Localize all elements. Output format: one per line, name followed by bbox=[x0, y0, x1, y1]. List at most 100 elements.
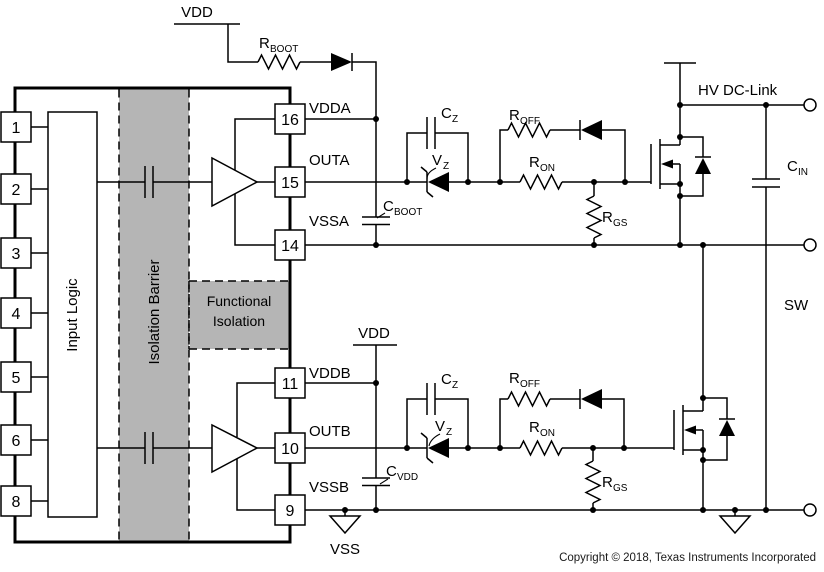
mosfet-b-arrow bbox=[684, 425, 696, 435]
rgs-resistor-a: R GS bbox=[585, 182, 628, 245]
cin-label: C bbox=[787, 158, 798, 175]
ground-terminal bbox=[803, 503, 817, 517]
pin-number: 10 bbox=[281, 441, 299, 458]
vss-ground-symbol: VSS bbox=[328, 510, 362, 558]
hv-dc-link-terminal bbox=[803, 98, 817, 112]
pin-box-3: 3 bbox=[0, 237, 32, 269]
pin-box-2: 2 bbox=[0, 173, 32, 205]
left-pins: 1 2 3 4 5 6 8 bbox=[0, 111, 48, 517]
pin-number: 8 bbox=[12, 494, 21, 511]
cin-capacitor: C IN bbox=[752, 105, 808, 510]
vdd-top-label: VDD bbox=[181, 4, 213, 21]
ron-a-label-sub: ON bbox=[540, 163, 555, 174]
cboot-label: C bbox=[383, 198, 394, 215]
input-logic-block: Input Logic bbox=[47, 111, 98, 518]
functional-isolation: Functional Isolation bbox=[188, 280, 289, 350]
gate-network-b: V Z C Z R OFF R ON bbox=[305, 370, 674, 510]
pin-number: 14 bbox=[281, 238, 299, 255]
functional-isolation-label-line1: Functional bbox=[207, 293, 272, 309]
pin-label-vssa: VSSA bbox=[309, 213, 349, 230]
driver-amp-b bbox=[211, 423, 259, 474]
body-diode-high bbox=[680, 136, 711, 197]
ron-resistor-a: R ON bbox=[519, 154, 563, 191]
cvdd-label: C bbox=[386, 463, 397, 480]
roff-a-label: R bbox=[509, 107, 520, 124]
ron-b-label-sub: ON bbox=[540, 428, 555, 439]
pin-box-9: 9 bbox=[274, 494, 306, 526]
pin-box-1: 1 bbox=[0, 111, 32, 143]
pin-box-15: 15 bbox=[274, 166, 306, 198]
pin-number: 3 bbox=[12, 246, 21, 263]
roff-b-label-sub: OFF bbox=[520, 379, 540, 390]
cz-a-label-sub: Z bbox=[452, 114, 458, 125]
input-logic-label: Input Logic bbox=[64, 278, 81, 352]
pin-number: 15 bbox=[281, 175, 299, 192]
isolation-barrier-label: Isolation Barrier bbox=[146, 259, 163, 364]
vss-label: VSS bbox=[330, 541, 360, 558]
cz-capacitor-b: C Z bbox=[406, 371, 469, 448]
vz-a-label-sub: Z bbox=[443, 161, 449, 172]
mosfet-a-arrow bbox=[661, 159, 673, 169]
copyright-text: Copyright © 2018, Texas Instruments Inco… bbox=[559, 552, 816, 564]
isolation-barrier-band bbox=[119, 89, 189, 541]
amp-b-supply-wire bbox=[236, 382, 275, 437]
cin-label-sub: IN bbox=[798, 167, 808, 178]
ron-b-label: R bbox=[529, 419, 540, 436]
vdd-bottom-terminal: VDD bbox=[353, 325, 397, 383]
cboot-label-sub: BOOT bbox=[394, 207, 422, 218]
pin-box-8: 8 bbox=[0, 485, 32, 517]
pin-number: 2 bbox=[12, 182, 21, 199]
vdd-bottom-label: VDD bbox=[358, 325, 390, 342]
sw-rail: SW bbox=[305, 238, 817, 314]
cvdd-capacitor: C VDD bbox=[362, 383, 418, 510]
rboot-resistor: R BOOT bbox=[257, 35, 301, 71]
cboot-capacitor: C BOOT bbox=[362, 119, 422, 245]
cz-capacitor-a: C Z bbox=[406, 105, 469, 182]
roff-b-label: R bbox=[509, 370, 520, 387]
pin-label-outa: OUTA bbox=[309, 152, 350, 169]
pin-box-5: 5 bbox=[0, 361, 32, 393]
cvdd-label-sub: VDD bbox=[397, 472, 418, 483]
vz-b-label-sub: Z bbox=[446, 427, 452, 438]
sw-label: SW bbox=[784, 297, 809, 314]
pin-label-vddb: VDDB bbox=[309, 365, 351, 382]
pin-box-14: 14 bbox=[274, 229, 306, 261]
hv-dc-link-rail: HV DC-Link bbox=[680, 82, 817, 112]
roff-branch-b: R OFF bbox=[499, 370, 625, 448]
ground-rail: VSS bbox=[305, 503, 817, 558]
body-diode-low bbox=[703, 397, 735, 461]
hv-dc-link-label: HV DC-Link bbox=[698, 82, 778, 99]
pin-number: 16 bbox=[281, 112, 299, 129]
pin-number: 4 bbox=[12, 306, 21, 323]
pin-label-vssb: VSSB bbox=[309, 479, 349, 496]
vdd-top-terminal: VDD bbox=[174, 4, 258, 63]
mosfet-low-side bbox=[673, 245, 735, 510]
roff-resistor-a bbox=[507, 121, 551, 139]
bootstrap-diode bbox=[300, 53, 377, 119]
cz-a-label: C bbox=[441, 105, 452, 122]
channel-b-internal bbox=[97, 382, 275, 511]
ron-resistor-b: R ON bbox=[519, 419, 563, 457]
rgs-a-label: R bbox=[602, 209, 613, 226]
vz-a-label: V bbox=[432, 152, 442, 169]
roff-resistor-b bbox=[507, 390, 551, 408]
roff-a-label-sub: OFF bbox=[520, 116, 540, 127]
zener-vz-b: V Z bbox=[420, 418, 452, 464]
sw-terminal bbox=[803, 238, 817, 252]
junction-dots bbox=[342, 102, 769, 513]
rgs-b-label: R bbox=[602, 474, 613, 491]
pin-number: 1 bbox=[12, 120, 21, 137]
channel-a-internal bbox=[97, 118, 275, 246]
rgs-a-label-sub: GS bbox=[613, 218, 628, 229]
cz-b-label: C bbox=[441, 371, 452, 388]
pin-box-16: 16 bbox=[274, 103, 306, 135]
pin-box-10: 10 bbox=[274, 432, 306, 464]
rgs-b-label-sub: GS bbox=[613, 483, 628, 494]
pin-box-4: 4 bbox=[0, 297, 32, 329]
pin-number: 6 bbox=[12, 433, 21, 450]
power-ground-symbol bbox=[718, 510, 752, 535]
pin-box-11: 11 bbox=[274, 367, 306, 399]
amp-a-supply-wire bbox=[234, 118, 275, 170]
ron-a-label: R bbox=[529, 154, 540, 171]
